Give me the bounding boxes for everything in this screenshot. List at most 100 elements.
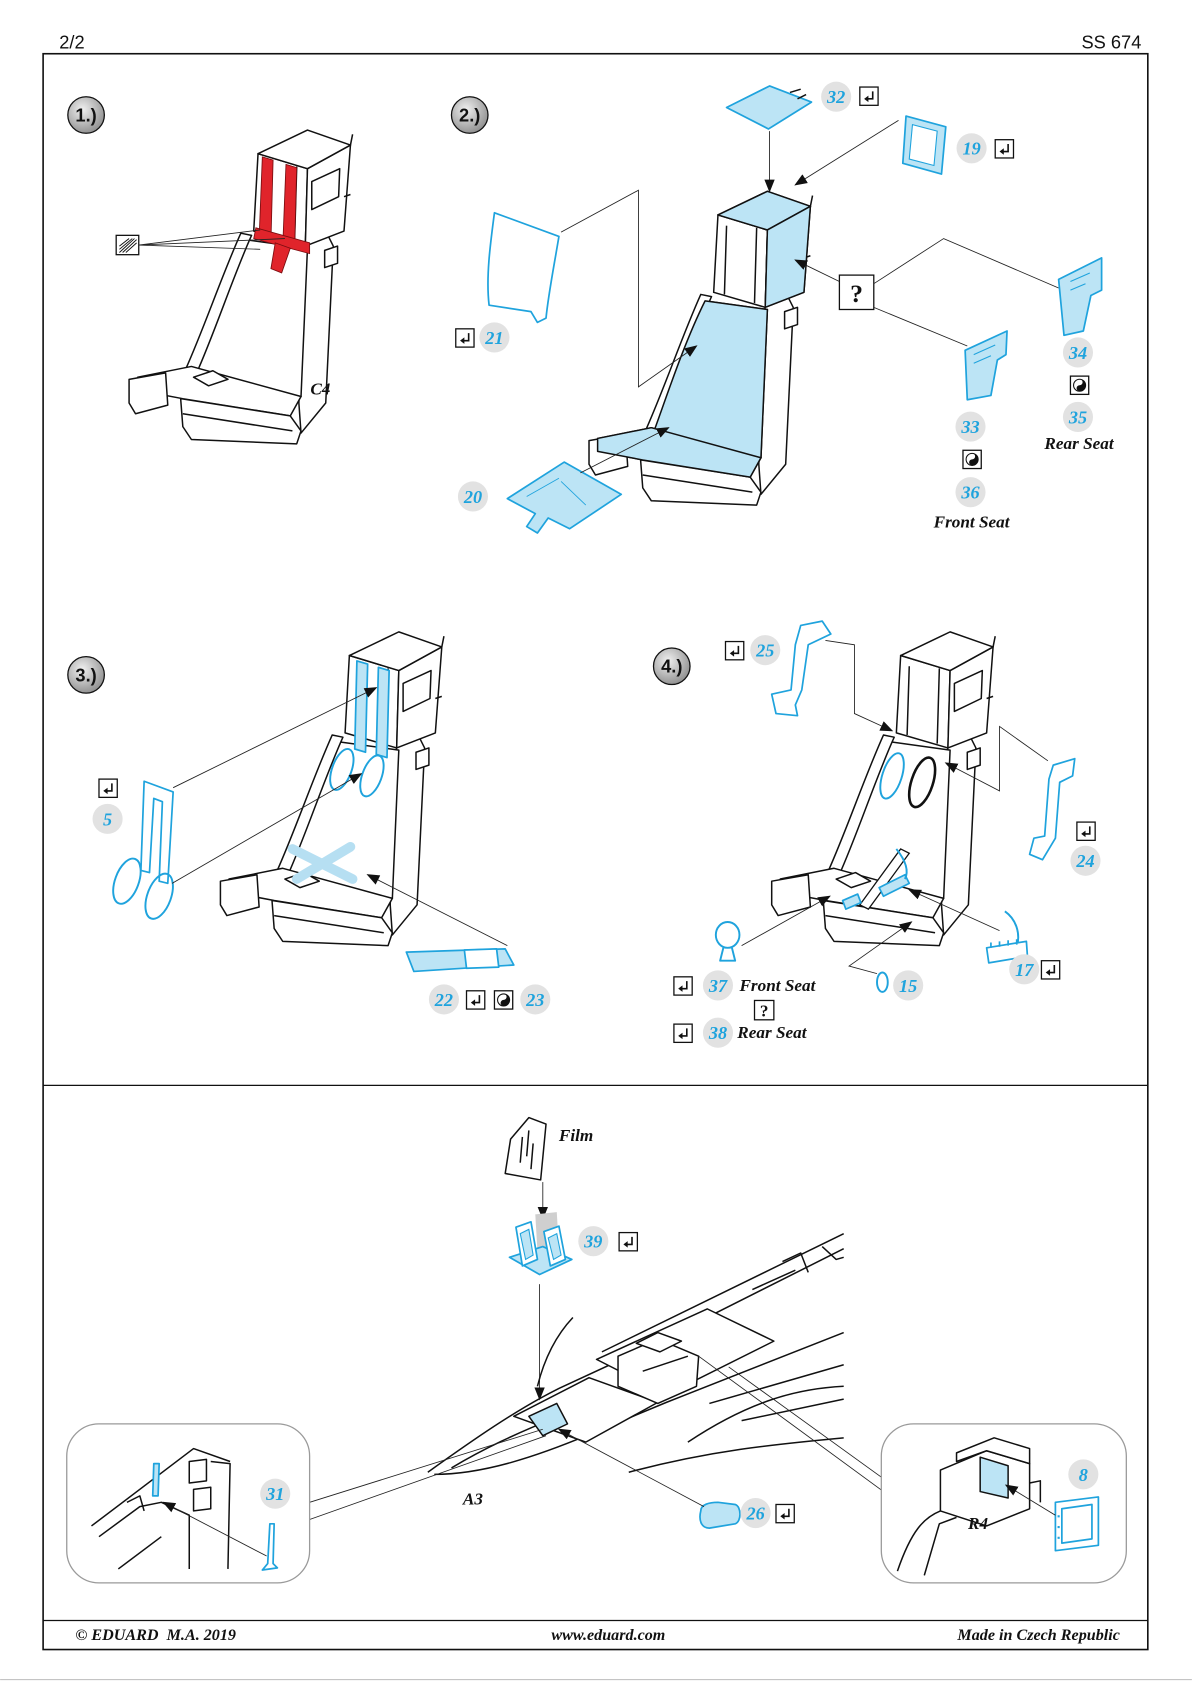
step-1: C4 <box>116 130 352 444</box>
bend-icon <box>674 1024 692 1042</box>
step-label: 2.) <box>459 104 480 125</box>
cockpit-section: Film 39 <box>67 1118 1127 1583</box>
step-badge-2: 2.) <box>451 97 488 134</box>
bend-icon <box>776 1504 794 1522</box>
bend-icon <box>456 329 474 347</box>
part-22-23-drawing <box>406 949 513 972</box>
part-label-20: 20 <box>458 481 488 511</box>
part-number: 17 <box>1015 960 1034 980</box>
front-seat-label: Front Seat <box>933 513 1011 532</box>
part-number: 20 <box>463 487 482 507</box>
part-number: 39 <box>583 1232 602 1252</box>
part-label-36: 36 <box>955 477 985 507</box>
part-33-drawing <box>965 331 1007 400</box>
part-label-5: 5 <box>93 804 123 834</box>
step-badge-3: 3.) <box>68 657 105 694</box>
part-label-17: 17 <box>1009 954 1039 984</box>
part-label-19: 19 <box>957 133 987 163</box>
part-8-drawing <box>1055 1497 1098 1551</box>
part-number: 8 <box>1079 1465 1088 1485</box>
part-19-inner <box>909 125 937 166</box>
copyright: © EDUARD M.A. 2019 <box>75 1627 236 1644</box>
arrow-26 <box>559 1429 704 1506</box>
part-label-22: 22 <box>429 984 459 1014</box>
part-label-15: 15 <box>893 970 923 1000</box>
part-label-31: 31 <box>260 1479 290 1509</box>
part-number: 5 <box>103 809 112 829</box>
step-badge-1: 1.) <box>68 97 105 134</box>
choice-mark: ? <box>850 279 863 308</box>
part-5-drawing <box>108 781 179 922</box>
yin-yang-icon <box>963 450 981 468</box>
part-number: 22 <box>434 990 453 1010</box>
bend-icon <box>1041 961 1059 979</box>
hatch-icon <box>116 235 139 254</box>
bend-icon <box>1077 822 1095 840</box>
part-number: 33 <box>960 417 979 437</box>
film-label: Film <box>558 1126 593 1145</box>
inset-left-leaders <box>310 1429 546 1519</box>
part-label-35: 35 <box>1063 402 1093 432</box>
part-label-32: 32 <box>821 82 851 112</box>
bend-icon <box>860 87 878 105</box>
part-number: 21 <box>484 328 503 348</box>
film-drawing <box>505 1118 546 1180</box>
part-34-drawing <box>1059 258 1102 335</box>
choice-mark: ? <box>760 1002 769 1021</box>
part-label-38: 38 <box>703 1018 733 1048</box>
bend-icon <box>99 779 117 797</box>
part-label-23: 23 <box>520 984 550 1014</box>
bend-icon <box>674 977 692 995</box>
part-21-drawing <box>488 213 559 323</box>
part-number: 36 <box>960 483 980 503</box>
arrow-25 <box>825 640 892 730</box>
view-label-a3: A3 <box>462 1489 483 1508</box>
step-label: 4.) <box>661 656 682 677</box>
part-number: 26 <box>745 1504 765 1524</box>
part-39-drawing <box>509 1212 571 1274</box>
part-label-34: 34 <box>1063 337 1093 367</box>
part-26-drawing <box>700 1502 740 1528</box>
part-number: 38 <box>708 1023 727 1043</box>
part-number: 31 <box>265 1484 284 1504</box>
view-label-r4: R4 <box>967 1514 988 1533</box>
part-label-33: 33 <box>955 412 985 442</box>
rear-seat-label: Rear Seat <box>736 1023 807 1042</box>
step-label: 3.) <box>75 664 96 685</box>
choice-leader-lines <box>874 239 1059 346</box>
part-label-39: 39 <box>578 1226 608 1256</box>
step-badge-4: 4.) <box>653 648 690 685</box>
step-4: 25 24 17 15 <box>674 621 1101 1048</box>
step-label: 1.) <box>75 104 96 125</box>
part-number: 37 <box>708 976 728 996</box>
question-icon: ? <box>839 275 873 309</box>
step-2: 32 19 21 20 ? <box>456 82 1115 533</box>
page-number: 2/2 <box>59 31 84 52</box>
bend-icon <box>995 140 1013 158</box>
yin-yang-icon <box>1070 376 1088 394</box>
rear-seat-label: Rear Seat <box>1043 434 1114 453</box>
yin-yang-icon <box>494 991 512 1009</box>
part-label-25: 25 <box>750 635 780 665</box>
step-3: 5 22 23 <box>93 632 551 1015</box>
part-number: 24 <box>1075 851 1094 871</box>
arrow-19 <box>795 120 898 184</box>
part-label-26: 26 <box>741 1498 771 1528</box>
part-number: 15 <box>899 976 917 996</box>
product-code: SS 674 <box>1081 31 1141 52</box>
part-label-21: 21 <box>479 322 509 352</box>
part-number: 32 <box>826 87 845 107</box>
part-15-drawing <box>877 973 888 992</box>
website: www.eduard.com <box>551 1627 665 1644</box>
part-label-24: 24 <box>1070 846 1100 876</box>
inset-right-leaders <box>699 1356 884 1491</box>
bend-icon <box>725 642 743 660</box>
part-number: 25 <box>755 641 774 661</box>
view-label-c4: C4 <box>310 379 330 398</box>
part-25-drawing <box>772 621 831 716</box>
question-icon: ? <box>755 1000 774 1020</box>
seat-drawing <box>772 632 996 946</box>
part-24-drawing <box>1030 759 1075 860</box>
part-label-8: 8 <box>1068 1459 1098 1489</box>
